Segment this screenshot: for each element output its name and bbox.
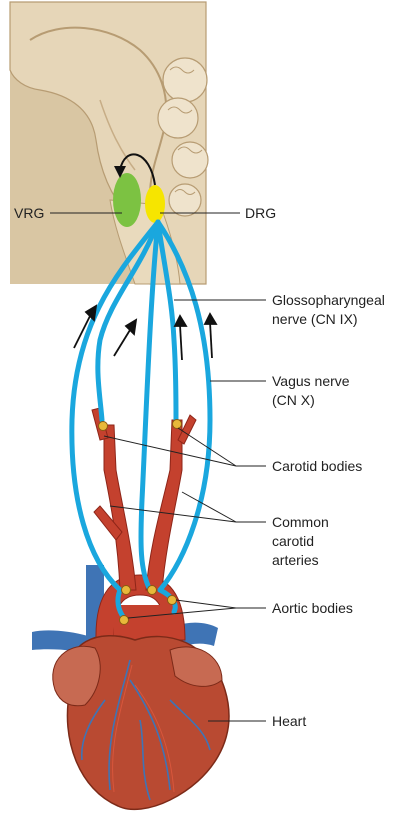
vrg-region (113, 173, 141, 227)
afferent-arrows (74, 306, 216, 360)
aortic-body-4 (120, 616, 129, 625)
carotid-body-left (99, 422, 108, 431)
arrow-3 (180, 325, 182, 360)
label-vrg: VRG (14, 204, 44, 223)
label-common-carotid-line-2: carotid (272, 532, 329, 551)
aortic-bodies-leader-2 (176, 600, 236, 608)
aortic-body-1 (122, 586, 131, 595)
common-carotid-leader-2 (182, 492, 236, 522)
label-glossopharyngeal-line-1: Glossopharyngeal (272, 291, 385, 310)
label-common-carotid-line-3: arteries (272, 551, 329, 570)
aortic-body-2 (148, 586, 157, 595)
heart-illustration (53, 636, 229, 810)
label-vagus-nerve: Vagus nerve (CN X) (272, 372, 350, 410)
label-vagus-line-1: Vagus nerve (272, 372, 350, 391)
arrow-4 (210, 322, 212, 358)
label-carotid-bodies: Carotid bodies (272, 457, 362, 476)
label-aortic-bodies: Aortic bodies (272, 599, 353, 618)
arrow-2 (114, 330, 130, 356)
label-common-carotid-line-1: Common (272, 513, 329, 532)
label-glossopharyngeal-line-2: nerve (CN IX) (272, 310, 385, 329)
aortic-body-3 (168, 596, 177, 605)
carotid-body-right (173, 420, 182, 429)
drg-region (145, 185, 165, 223)
label-heart: Heart (272, 712, 306, 731)
label-drg: DRG (245, 204, 276, 223)
label-vagus-line-2: (CN X) (272, 391, 350, 410)
label-common-carotid-arteries: Common carotid arteries (272, 513, 329, 570)
brainstem-illustration (10, 2, 208, 284)
label-glossopharyngeal-nerve: Glossopharyngeal nerve (CN IX) (272, 291, 385, 329)
